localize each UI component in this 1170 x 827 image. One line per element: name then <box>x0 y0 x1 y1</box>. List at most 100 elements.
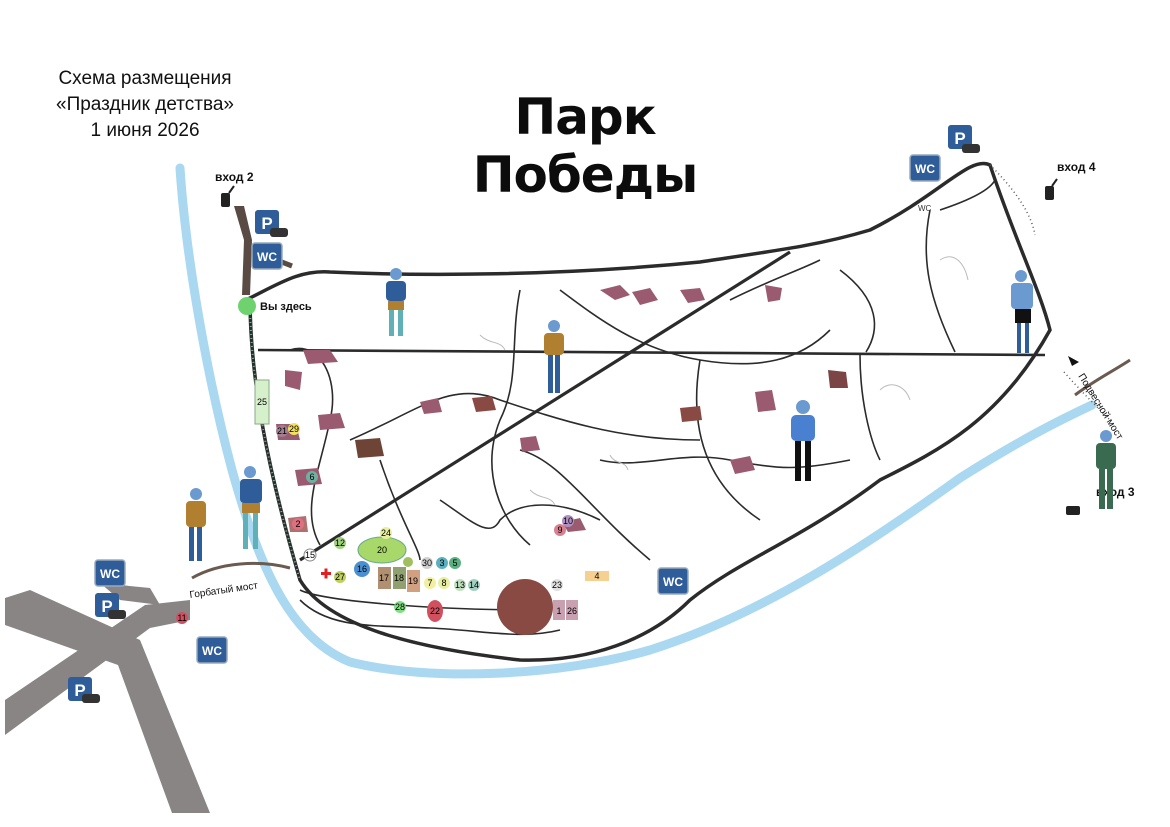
svg-text:25: 25 <box>257 397 267 407</box>
marker-15: 15 <box>303 548 317 562</box>
entrance-4-label: вход 4 <box>1057 160 1096 174</box>
marker-13: 13 <box>454 579 466 591</box>
arrow-icon <box>1068 356 1079 366</box>
marker-7: 7 <box>424 577 436 589</box>
svg-text:12: 12 <box>335 538 345 548</box>
walkie-talkie-icon <box>1045 178 1058 200</box>
entrance-2-label: вход 2 <box>215 170 254 184</box>
hump-bridge-label: Горбатый мост <box>189 579 259 601</box>
svg-text:P: P <box>101 597 112 616</box>
svg-text:14: 14 <box>469 580 479 590</box>
svg-text:4: 4 <box>594 571 599 581</box>
svg-text:P: P <box>74 681 85 700</box>
marker-23: 23 <box>551 579 563 591</box>
marker-11: 11 <box>176 612 188 624</box>
staff-figure <box>1011 270 1033 353</box>
svg-text:21: 21 <box>277 426 287 436</box>
svg-text:P: P <box>954 129 965 148</box>
marker-20: 20 <box>377 545 387 555</box>
marker-3: 3 <box>436 557 448 569</box>
marker-9: 9 <box>554 524 566 536</box>
svg-text:WC: WC <box>257 250 277 264</box>
svg-text:WC: WC <box>202 644 222 658</box>
svg-text:3: 3 <box>439 558 444 568</box>
marker-17: 17 <box>378 567 391 589</box>
marker-25-area <box>254 379 270 425</box>
marker-6: 6 <box>306 471 318 483</box>
svg-text:23: 23 <box>552 580 562 590</box>
event-subtitle: Схема размещения «Праздник детства» 1 ию… <box>30 66 260 144</box>
you-are-here-dot <box>238 297 256 315</box>
river <box>175 163 1097 679</box>
marker-5: 5 <box>449 557 461 569</box>
you-are-here-label: Вы здесь <box>260 301 312 313</box>
park-edge-trees <box>249 297 301 581</box>
svg-text:8: 8 <box>441 578 446 588</box>
svg-text:30: 30 <box>422 558 432 568</box>
first-aid-icon <box>321 568 331 579</box>
svg-text:WC: WC <box>663 575 683 589</box>
svg-text:27: 27 <box>335 572 345 582</box>
svg-text:22: 22 <box>430 606 440 616</box>
svg-text:29: 29 <box>289 424 299 434</box>
marker-4: 4 <box>585 571 609 581</box>
svg-text:6: 6 <box>309 472 314 482</box>
svg-text:19: 19 <box>408 576 418 586</box>
park-boundary <box>248 161 1052 662</box>
parking-icon: P <box>948 125 972 149</box>
path-to-entrance-4 <box>989 164 1036 236</box>
marker-2: 2 <box>292 518 304 530</box>
svg-text:18: 18 <box>394 573 404 583</box>
marker-26: 26 <box>566 600 578 620</box>
svg-text:13: 13 <box>455 580 465 590</box>
walkie-talkie-icon <box>221 185 235 207</box>
marker-27: 27 <box>334 571 346 583</box>
staff-figure <box>791 400 815 481</box>
svg-text:WC: WC <box>100 567 120 581</box>
marker-19: 19 <box>407 570 420 592</box>
staff-figure <box>186 488 206 561</box>
park-title: Парк Победы <box>472 88 699 204</box>
car-icon <box>270 228 288 237</box>
svg-text:WC: WC <box>915 162 935 176</box>
marker-30: 30 <box>421 557 433 569</box>
subtitle-line-1: Схема размещения <box>58 68 232 89</box>
svg-text:28: 28 <box>395 602 405 612</box>
numbered-markers: 1 2 3 4 5 6 7 8 9 10 11 12 13 14 15 16 1… <box>176 397 609 624</box>
marker-22: 22 <box>427 600 443 622</box>
city-roads <box>5 583 210 813</box>
svg-text:17: 17 <box>379 573 389 583</box>
marker-10: 10 <box>562 515 574 527</box>
svg-text:16: 16 <box>357 564 367 574</box>
marker-14: 14 <box>468 579 480 591</box>
hump-bridge <box>191 561 291 580</box>
svg-text:P: P <box>261 214 272 233</box>
car-icon <box>962 144 980 153</box>
wc-icon: WC <box>196 636 228 664</box>
suspension-bridge <box>1074 358 1131 397</box>
svg-text:9: 9 <box>557 525 562 535</box>
svg-text:10: 10 <box>563 516 573 526</box>
wc-small-label: WC <box>918 204 932 213</box>
marker-21: 21 <box>276 425 288 437</box>
subtitle-line-2: «Праздник детства» <box>56 94 234 115</box>
marker-1: 1 <box>553 600 565 620</box>
staff-figure <box>1096 430 1116 509</box>
marker-25: 25 <box>257 397 267 407</box>
svg-text:2: 2 <box>295 519 300 529</box>
wc-icon: WC <box>657 567 689 595</box>
staff-figure <box>386 268 406 336</box>
svg-text:7: 7 <box>427 578 432 588</box>
svg-text:20: 20 <box>377 545 387 555</box>
marker-18: 18 <box>393 567 406 589</box>
marker-16: 16 <box>354 561 370 577</box>
svg-text:11: 11 <box>177 613 186 623</box>
car-icon <box>82 694 100 703</box>
marker-8: 8 <box>438 577 450 589</box>
entrance-3-label: вход 3 <box>1096 485 1135 499</box>
park-paths <box>257 179 1046 636</box>
subtitle-line-3: 1 июня 2026 <box>90 120 200 141</box>
staff-figure <box>240 466 262 549</box>
entrance-2-road <box>234 206 252 295</box>
